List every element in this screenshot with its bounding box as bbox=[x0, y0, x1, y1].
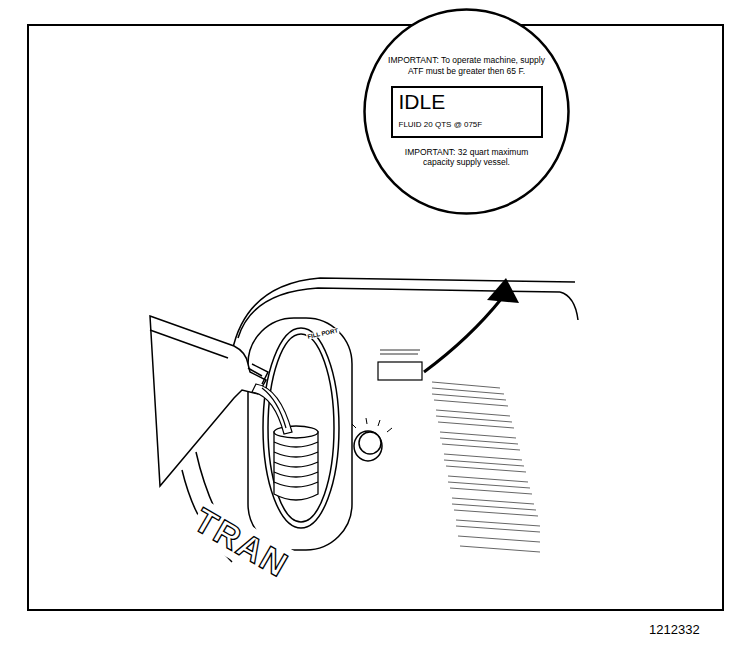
supply-bottle bbox=[150, 316, 268, 486]
callout-arrow bbox=[424, 278, 519, 372]
display-panel: IDLE FLUID 20 QTS @ 075F bbox=[391, 86, 543, 138]
callout-circle: IMPORTANT: To operate machine, supply AT… bbox=[363, 8, 570, 215]
funnel bbox=[274, 426, 318, 500]
instruction-lines bbox=[432, 382, 540, 552]
machine-body bbox=[182, 278, 578, 562]
fluid-stream bbox=[252, 384, 292, 434]
machine-display bbox=[378, 350, 422, 380]
important-note: IMPORTANT: To operate machine, supply AT… bbox=[383, 55, 551, 76]
figure-number: 1212332 bbox=[648, 622, 701, 637]
display-status: IDLE bbox=[399, 90, 535, 114]
machine-brand: TRAN bbox=[187, 500, 297, 586]
port-label: FILL PORT bbox=[306, 327, 339, 340]
display-reading: FLUID 20 QTS @ 075F bbox=[399, 120, 535, 130]
important-note: IMPORTANT: 32 quart maximum capacity sup… bbox=[405, 147, 529, 168]
selector-knob bbox=[352, 418, 392, 461]
callout-circle-border bbox=[365, 10, 569, 214]
fill-port bbox=[248, 318, 352, 550]
